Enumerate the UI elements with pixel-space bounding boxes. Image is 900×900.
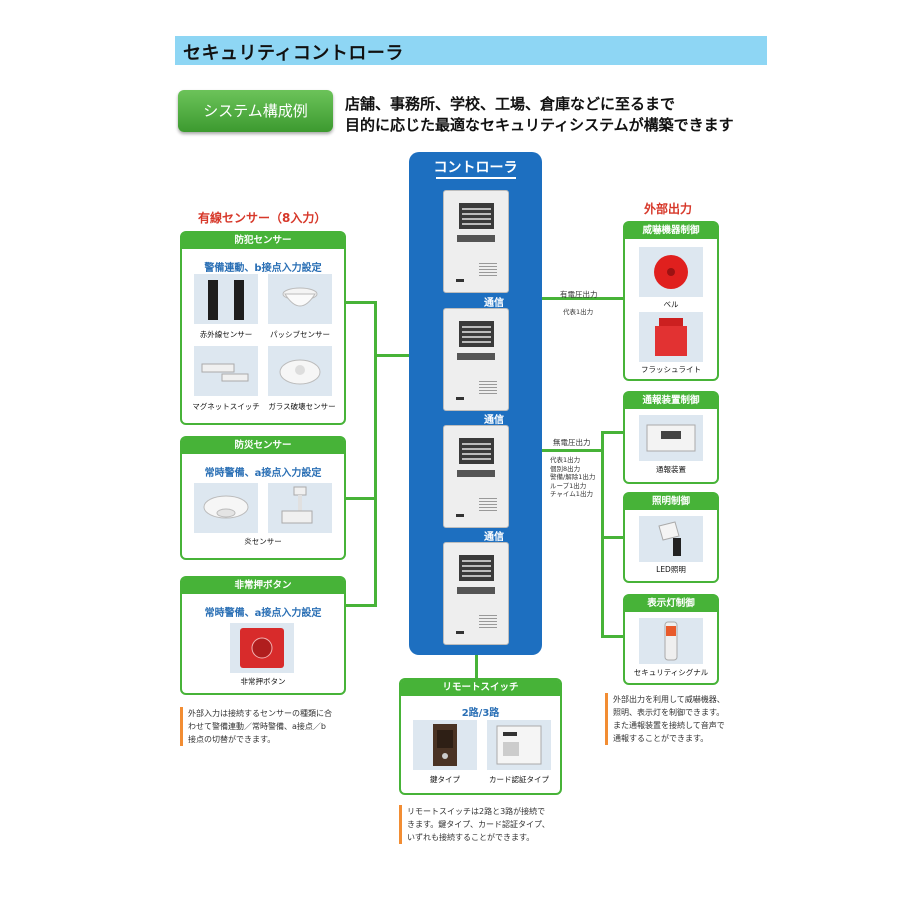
- caption: 赤外線センサー: [199, 330, 253, 339]
- card-reader-icon: [487, 720, 551, 770]
- dry-output-item: 個別8出力: [550, 464, 581, 473]
- link-label: 通信: [484, 298, 504, 309]
- threat-control-box: 威嚇機器制御 ベル フラッシュライト: [623, 221, 719, 381]
- external-output-title: 外部出力: [644, 202, 693, 216]
- dry-output-item: 警備/解除1出力: [550, 473, 596, 482]
- threat-control-header: 威嚇機器制御: [625, 223, 717, 239]
- key-switch-caption: 鍵タイプ: [430, 775, 460, 784]
- emergency-button-sub: 常時警備、a接点入力設定: [204, 608, 322, 619]
- card-reader-caption: カード認証タイプ: [489, 775, 549, 784]
- note-line: いずれも接続することができます。: [407, 833, 535, 842]
- emergency-button-caption: 非常押ボタン: [240, 677, 286, 686]
- note-line: 外部入力は接続するセンサーの種類に合: [188, 709, 332, 718]
- connector-right-trunk: [601, 431, 604, 637]
- remote-switch-header: リモートスイッチ: [401, 680, 560, 696]
- security-signal-icon: [639, 618, 703, 664]
- connector-light: [601, 536, 623, 539]
- report-control-header: 通報装置制御: [625, 393, 717, 409]
- controller-unit: [443, 190, 509, 293]
- wired-sensors-note: 外部入力は接続するセンサーの種類に合 わせて警備連動／常時警備、a接点／b 接点…: [180, 707, 368, 746]
- remote-switch-box: リモートスイッチ 2路/3路 鍵タイプ カード認証タイプ: [399, 678, 562, 795]
- dry-output-item: チャイム1出力: [550, 490, 593, 499]
- note-line: また通報装置を接続して音声で: [613, 721, 725, 730]
- page-header: セキュリティコントローラ: [175, 36, 767, 65]
- controller-unit: [443, 542, 509, 645]
- connector-emergency: [343, 604, 377, 607]
- link-label: 通信: [484, 532, 504, 543]
- dry-output-item: ループ1出力: [550, 481, 587, 490]
- reporting-device-caption: 通報装置: [656, 465, 686, 474]
- fire-sensor-header: 防災センサー: [182, 438, 344, 454]
- caption: ガラス破壊センサー: [268, 402, 336, 411]
- caption: パッシブセンサー: [270, 330, 330, 339]
- controller-title-underline: [436, 177, 516, 179]
- intro-line-1: 店舗、事務所、学校、工場、倉庫などに至るまで: [345, 95, 676, 113]
- connector-left-to-ctrl: [374, 354, 410, 357]
- controller-unit: [443, 425, 509, 528]
- emergency-button-icon: [230, 623, 294, 673]
- page-title: セキュリティコントローラ: [183, 43, 404, 64]
- connector-powered-out: [541, 297, 625, 300]
- controller-unit: [443, 308, 509, 411]
- fire-sensor-caption: 炎センサー: [244, 537, 282, 546]
- controller-title: コントローラ: [433, 160, 518, 176]
- connector-left-trunk: [374, 301, 377, 606]
- link-label: 通信: [484, 415, 504, 426]
- note-line: わせて警備連動／常時警備、a接点／b: [188, 722, 326, 731]
- display-control-box: 表示灯制御 セキュリティシグナル: [623, 594, 719, 685]
- powered-output-label: 有電圧出力: [560, 290, 598, 299]
- infrared-sensor-icon: [194, 274, 258, 324]
- connector-fire: [343, 497, 377, 500]
- flash-light-caption: フラッシュライト: [641, 365, 701, 374]
- note-line: 照明、表示灯を制御できます。: [613, 708, 725, 717]
- key-switch-icon: [413, 720, 477, 770]
- connector-report: [601, 431, 623, 434]
- intro-line-2: 目的に応じた最適なセキュリティシステムが構築できます: [345, 116, 734, 134]
- passive-sensor-icon: [268, 274, 332, 324]
- smoke-detector-icon: [194, 483, 258, 533]
- note-line: 接点の切替ができます。: [188, 735, 276, 744]
- powered-output-sub: 代表1出力: [563, 308, 594, 316]
- intro-text: 店舗、事務所、学校、工場、倉庫などに至るまで 目的に応じた最適なセキュリティシス…: [345, 94, 734, 136]
- note-line: 外部出力を利用して威嚇機器、: [613, 695, 725, 704]
- connector-crime: [343, 301, 377, 304]
- flame-sensor-icon: [268, 483, 332, 533]
- crime-sensor-sub: 警備連動、b接点入力設定: [204, 263, 322, 274]
- note-line: きます。鍵タイプ、カード認証タイプ、: [407, 820, 550, 829]
- external-output-note: 外部出力を利用して威嚇機器、 照明、表示灯を制御できます。 また通報装置を接続し…: [605, 693, 763, 745]
- connector-display: [601, 635, 623, 638]
- led-light-icon: [639, 516, 703, 562]
- note-line: 通報することができます。: [613, 734, 709, 743]
- system-example-badge: システム構成例: [178, 90, 333, 132]
- dry-output-item: 代表1出力: [550, 456, 581, 464]
- display-control-header: 表示灯制御: [625, 596, 717, 612]
- security-signal-caption: セキュリティシグナル: [633, 668, 709, 677]
- magnet-switch-icon: [194, 346, 258, 396]
- caption: マグネットスイッチ: [192, 402, 260, 411]
- emergency-button-header: 非常押ボタン: [182, 578, 344, 594]
- fire-sensor-sub: 常時警備、a接点入力設定: [204, 468, 322, 479]
- connector-dry-out: [541, 449, 603, 452]
- bell-caption: ベル: [663, 300, 679, 309]
- wired-sensors-title: 有線センサー（8入力）: [198, 211, 327, 225]
- flash-light-icon: [639, 312, 703, 362]
- light-control-header: 照明制御: [625, 494, 717, 510]
- emergency-button-box: 非常押ボタン 常時警備、a接点入力設定 非常押ボタン: [180, 576, 346, 695]
- reporting-device-icon: [639, 415, 703, 461]
- crime-sensor-header: 防犯センサー: [182, 233, 344, 249]
- connector-remote: [475, 654, 478, 678]
- light-control-box: 照明制御 LED照明: [623, 492, 719, 583]
- remote-switch-note: リモートスイッチは2路と3路が接続で きます。鍵タイプ、カード認証タイプ、 いず…: [399, 805, 577, 844]
- remote-switch-sub: 2路/3路: [461, 708, 500, 719]
- report-control-box: 通報装置制御 通報装置: [623, 391, 719, 484]
- glass-break-sensor-icon: [268, 346, 332, 396]
- dry-output-label: 無電圧出力: [553, 438, 591, 447]
- bell-icon: [639, 247, 703, 297]
- dry-output-subs: 代表1出力 個別8出力 警備/解除1出力 ループ1出力 チャイム1出力: [550, 456, 595, 499]
- led-light-caption: LED照明: [656, 565, 686, 574]
- note-line: リモートスイッチは2路と3路が接続で: [407, 807, 546, 816]
- fire-sensor-box: 防災センサー 常時警備、a接点入力設定 炎センサー: [180, 436, 346, 560]
- crime-sensor-box: 防犯センサー 警備連動、b接点入力設定 赤外線センサー パッシブセンサー マグネ…: [180, 231, 346, 425]
